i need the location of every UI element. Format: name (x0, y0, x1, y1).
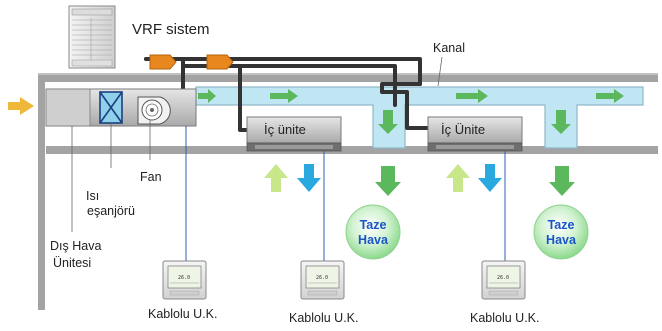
wired-remote-3-label: Kablolu U.K. (470, 311, 539, 325)
svg-text:26.0: 26.0 (316, 275, 328, 281)
svg-text:26.0: 26.0 (178, 275, 190, 281)
intake-arrow-icon (8, 97, 34, 115)
wired-controller-icon: 26.0 (162, 260, 207, 300)
refrigerant-pipes (144, 57, 430, 132)
fresh-air-1-line1: Taze (360, 218, 387, 232)
indoor-unit-1-label: İç ünite (264, 122, 306, 137)
heat-exchanger-icon (99, 91, 123, 124)
return-air-arrow-icon (264, 164, 288, 192)
fresh-air-2-line1: Taze (548, 218, 575, 232)
supply-air-arrow-icon (478, 164, 502, 192)
vrf-system-label: VRF sistem (132, 21, 210, 38)
fresh-air-2-line2: Hava (546, 233, 577, 247)
unit-leader-lines (71, 120, 151, 232)
pipe-fittings (149, 54, 234, 70)
airflow-arrow-icon (551, 110, 571, 134)
fresh-air-arrow-icon (375, 166, 401, 196)
airflow-arrow-icon (198, 89, 216, 103)
building-frame (38, 73, 658, 310)
duct (195, 86, 644, 149)
fan-label: Fan (140, 170, 162, 184)
fresh-air-bubble-1 (345, 204, 401, 260)
duct-label: Kanal (433, 41, 465, 55)
indoor-unit-1 (246, 116, 342, 152)
outdoor-unit-label-line1: Dış Hava (50, 239, 101, 253)
indoor-unit-2-label: İç Ünite (441, 122, 485, 137)
control-wiring (185, 126, 506, 262)
return-air-arrow-icon (446, 164, 470, 192)
supply-air-arrow-icon (297, 164, 321, 192)
airflow-arrow-icon (596, 89, 624, 103)
fan-icon (137, 96, 171, 125)
wired-remote-2-label: Kablolu U.K. (289, 311, 358, 325)
fresh-air-arrows (375, 166, 575, 196)
vrf-outdoor-unit-icon (68, 5, 116, 69)
wired-remote-1-label: Kablolu U.K. (148, 307, 217, 321)
fresh-air-bubble-2 (533, 204, 589, 260)
wired-controller-icon: 26.0 (481, 260, 526, 300)
svg-text:26.0: 26.0 (497, 275, 509, 281)
heat-exchanger-label-line2: eşanjörü (87, 204, 135, 218)
heat-exchanger-label-line1: Isı (86, 189, 99, 203)
airflow-arrow-icon (456, 89, 488, 103)
duct-leader-line (437, 56, 443, 87)
wired-controller-icon: 26.0 (300, 260, 345, 300)
fresh-air-arrow-icon (549, 166, 575, 196)
outdoor-unit-label-line2: Ünitesi (53, 256, 91, 270)
airflow-arrow-icon (270, 89, 298, 103)
duct-airflow-arrows (198, 89, 624, 134)
airflow-arrow-icon (378, 110, 398, 134)
indoor-unit-2 (427, 116, 523, 152)
room-airflow-arrows (264, 164, 502, 192)
fresh-air-1-line2: Hava (358, 233, 389, 247)
